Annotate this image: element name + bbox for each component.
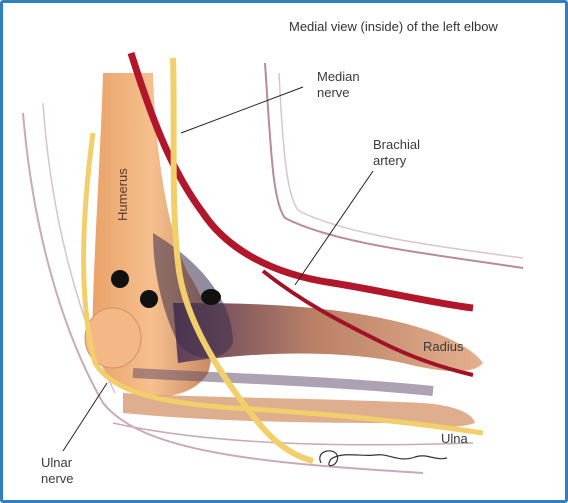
label-humerus: Humerus [115,168,130,221]
label-median-nerve-line2: nerve [317,85,360,101]
label-brachial-artery: Brachial artery [373,137,420,169]
label-ulnar-nerve-line2: nerve [41,471,74,487]
ulnar-nerve-pointer [63,383,107,451]
label-median-nerve: Median nerve [317,69,360,101]
label-ulna: Ulna [441,431,468,447]
label-radius: Radius [423,339,463,355]
signature-mark [320,451,447,466]
label-median-nerve-line1: Median [317,69,360,85]
ulna-bone [123,393,475,427]
label-ulnar-nerve-line1: Ulnar [41,455,74,471]
median-nerve-pointer [181,87,303,133]
marker-2 [140,290,158,308]
label-brachial-artery-line1: Brachial [373,137,420,153]
elbow-illustration [3,3,568,503]
label-ulnar-nerve: Ulnar nerve [41,455,74,487]
diagram-title: Medial view (inside) of the left elbow [289,19,498,35]
marker-1 [111,270,129,288]
label-brachial-artery-line2: artery [373,153,420,169]
marker-3 [201,289,221,305]
